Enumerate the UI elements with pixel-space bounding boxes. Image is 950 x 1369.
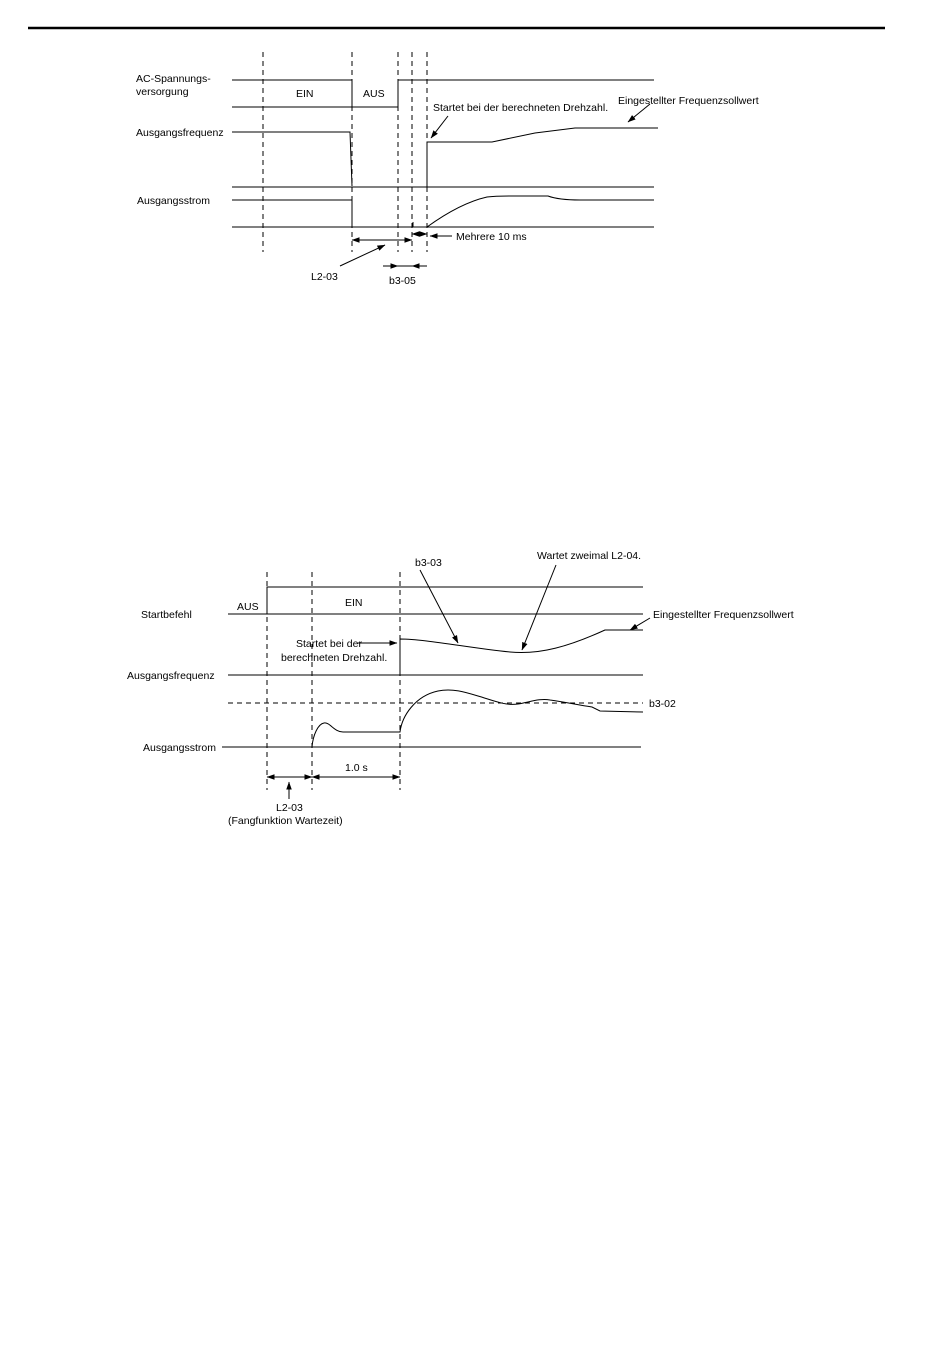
d1-label-l2-03: L2-03 [311, 271, 338, 283]
d2-label-b3-02: b3-02 [649, 698, 676, 710]
timing-diagram-2: Startbefehl AUS EIN b3-03 Wartet zweimal… [127, 550, 794, 827]
d1-label-starts-calc-speed: Startet bei der berechneten Drehzahl. [433, 102, 608, 114]
d1-label-on: EIN [296, 88, 314, 100]
d1-setpoint-leader [627, 103, 651, 123]
d1-current-before [232, 199, 353, 227]
d2-run-high [266, 586, 643, 614]
d1-freq-after [426, 127, 658, 187]
d2-b3-03-leader [419, 569, 459, 644]
d1-current-after [426, 195, 654, 228]
d2-label-search-wait: (Fangfunktion Wartezeit) [228, 815, 343, 827]
d1-l2-03-leader [339, 244, 386, 267]
d2-label-l2-03: L2-03 [276, 802, 303, 814]
d2-label-one-second: 1.0 s [345, 762, 368, 774]
d1-ac-restore-segment [397, 79, 654, 107]
d1-label-ac-supply-1: AC-Spannungs- [136, 73, 211, 85]
d2-label-b3-03: b3-03 [415, 557, 442, 569]
d2-label-run-command: Startbefehl [141, 609, 192, 621]
d1-label-ac-supply-2: versorgung [136, 86, 189, 98]
d2-setpoint-leader [629, 617, 651, 631]
timing-diagram-1: AC-Spannungs- versorgung EIN AUS Ausgang… [136, 52, 759, 287]
d2-label-output-current: Ausgangsstrom [143, 742, 216, 754]
d1-label-several-10ms: Mehrere 10 ms [456, 231, 527, 243]
d1-label-b3-05: b3-05 [389, 275, 416, 287]
d2-current-curve [311, 689, 644, 748]
d1-freq-before [232, 131, 353, 187]
d1-label-output-freq: Ausgangsfrequenz [136, 127, 224, 139]
d2-label-starts-1: Startet bei der [296, 638, 362, 650]
d1-start-leader [430, 115, 449, 139]
d1-label-off: AUS [363, 88, 385, 100]
d2-label-starts-2: berechneten Drehzahl. [281, 652, 387, 664]
d1-label-output-current: Ausgangsstrom [137, 195, 210, 207]
d2-label-off: AUS [237, 601, 259, 613]
d2-waits-leader [521, 564, 557, 651]
d2-label-on: EIN [345, 597, 363, 609]
d1-label-freq-setpoint: Eingestellter Frequenzsollwert [618, 95, 759, 107]
d1-ac-on-segment [232, 79, 353, 107]
d2-label-waits-twice: Wartet zweimal L2-04. [537, 550, 641, 562]
d2-label-freq-setpoint: Eingestellter Frequenzsollwert [653, 609, 794, 621]
d2-freq-curve [399, 629, 643, 675]
d2-label-output-freq: Ausgangsfrequenz [127, 670, 215, 682]
